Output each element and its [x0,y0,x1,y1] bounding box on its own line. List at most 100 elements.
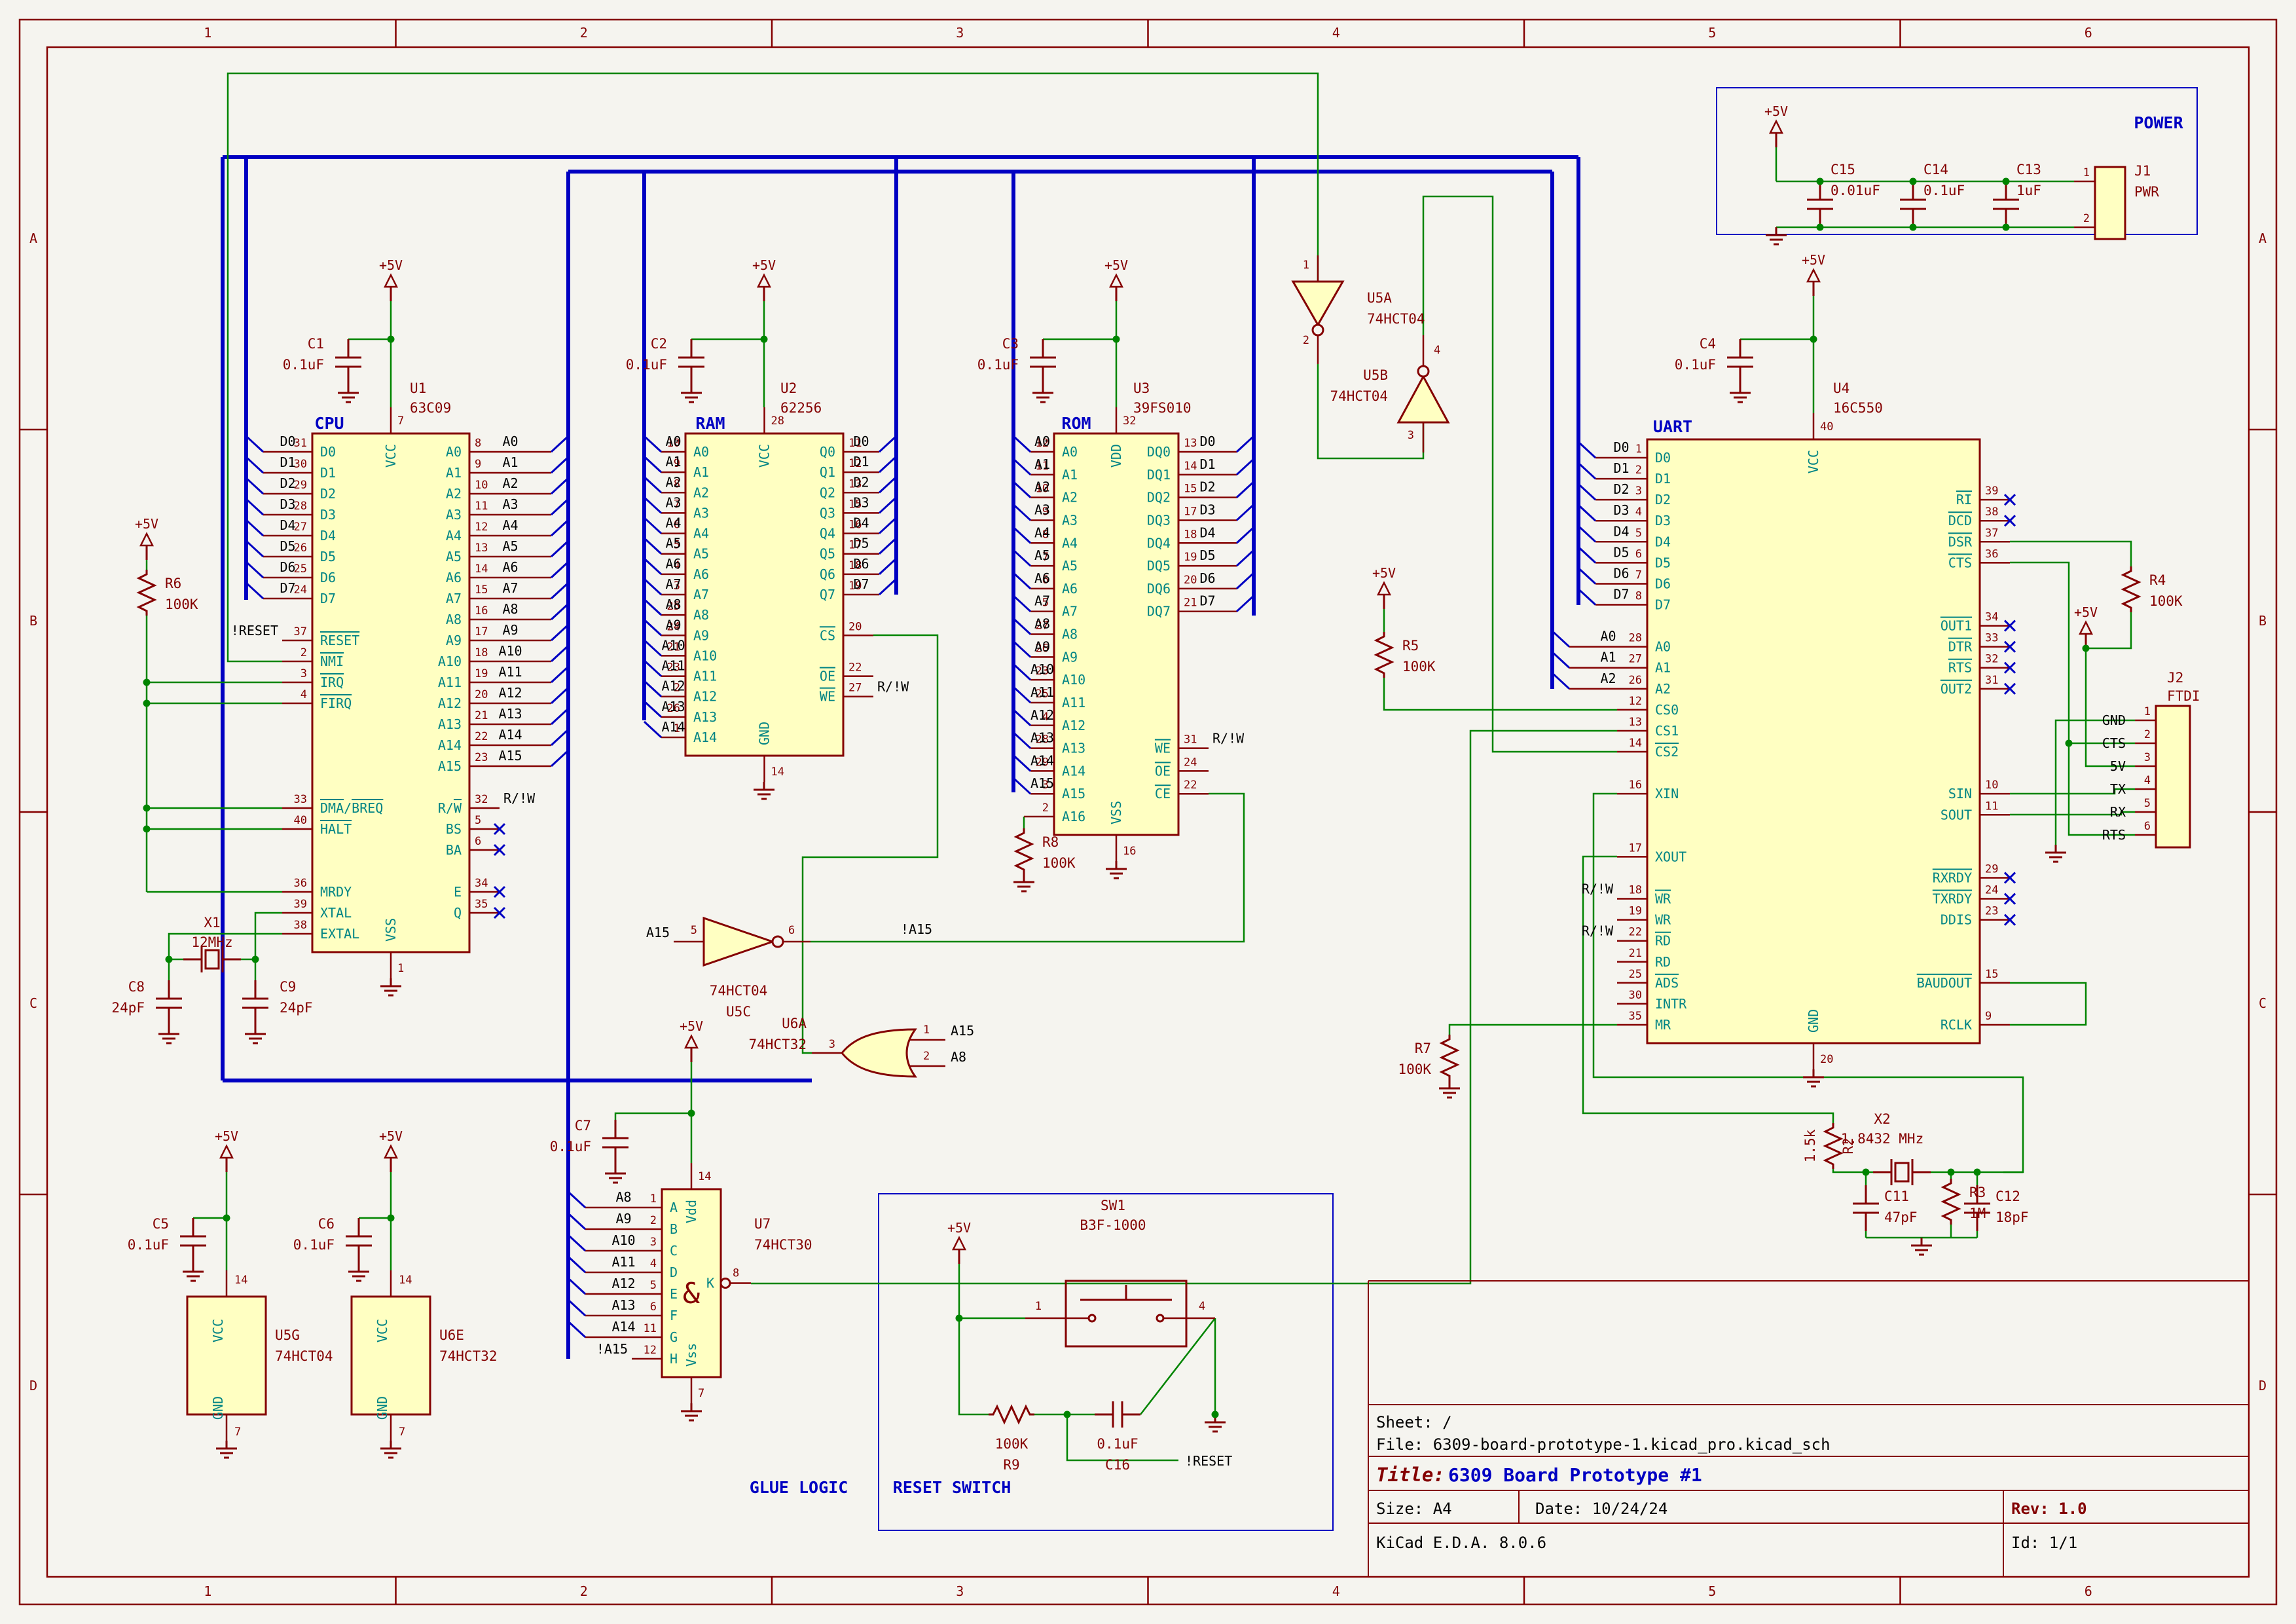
power-5v-symbol[interactable]: +5V [2074,604,2098,648]
wire[interactable] [614,1112,691,1120]
power-5v-symbol[interactable]: +5V [1372,565,1396,609]
ground-symbol[interactable] [158,1026,179,1044]
ic-u7[interactable]: 1AA82BA93CA104DA115EA126FA1311GA1412H!A1… [567,1163,812,1403]
power-5v-symbol[interactable]: +5V [752,257,776,301]
capacitor[interactable]: C60.1uF [293,1216,372,1264]
connector-body[interactable] [2094,166,2126,240]
ground-symbol[interactable] [2045,845,2066,863]
inverter-body[interactable] [1291,280,1345,327]
power-5v-symbol[interactable]: +5V [680,1018,703,1062]
ic-body[interactable] [1053,432,1180,836]
ground-symbol[interactable] [380,1441,401,1459]
wire[interactable] [2086,612,2132,650]
wire[interactable] [2010,982,2087,1026]
ground-symbol[interactable] [681,1403,702,1422]
wire[interactable] [227,72,1319,663]
wire[interactable] [2010,811,2135,816]
ic-body[interactable] [1646,438,1981,1044]
ic-u3[interactable]: 12A0A011A1A110A2A29A3A38A4A47A5A56A6A65A… [1012,380,1255,861]
wire[interactable] [811,792,1245,943]
wire[interactable] [801,634,939,1054]
ic-u1[interactable]: 31D0D030D1D129D2D228D3D327D4D426D5D525D6… [231,380,570,978]
wire[interactable] [2010,561,2135,745]
ground-symbol[interactable] [216,1441,237,1459]
wire[interactable] [958,1264,1025,1320]
or-gate-body[interactable] [841,1028,917,1078]
power-5v-symbol[interactable]: +5V [947,1220,971,1264]
wire[interactable] [1066,1414,1178,1462]
wire[interactable] [1832,1169,1873,1173]
ground-symbol[interactable] [348,1264,369,1282]
ic-body[interactable] [684,432,845,757]
wire[interactable] [1582,855,1834,1123]
capacitor[interactable]: C20.1uF [626,336,704,385]
ic-u2[interactable]: 10A0A09A1A18A2A27A3A36A4A45A5A54A6A63A7A… [643,380,909,782]
ground-symbol[interactable] [1032,385,1053,403]
ic-body[interactable] [186,1295,267,1416]
capacitor[interactable]: C10.1uF [283,336,361,385]
ic-body[interactable] [311,432,471,953]
wire[interactable] [2068,743,2135,836]
ground-symbol[interactable] [380,978,401,997]
ground-symbol[interactable] [1911,1238,1932,1256]
ground-symbol[interactable] [1106,861,1127,879]
wire[interactable] [2054,719,2135,845]
capacitor[interactable]: C50.1uF [128,1216,206,1264]
ground-symbol[interactable] [338,385,359,403]
ground-symbol[interactable] [754,782,774,800]
title-block[interactable]: Sheet: /File: 6309-board-prototype-1.kic… [1368,1280,2249,1577]
wire[interactable] [958,1318,989,1416]
ic-body[interactable] [661,1188,722,1378]
wire[interactable] [168,932,282,961]
wire[interactable] [2010,540,2132,566]
ground-symbol[interactable] [1439,1080,1460,1099]
wire[interactable] [241,912,282,961]
power-5v-symbol[interactable]: +5V [1104,257,1128,301]
ground-symbol[interactable] [183,1264,204,1282]
wire[interactable] [1383,678,1617,711]
ground-symbol[interactable] [1803,1069,1824,1088]
inverter-body[interactable] [702,916,776,967]
wire[interactable] [1422,195,1617,753]
ground-symbol[interactable] [1766,227,1787,246]
power-5v-symbol[interactable]: +5V [1802,252,1825,296]
wire[interactable] [2010,788,2135,795]
ic-body[interactable] [350,1295,431,1416]
crystal[interactable]: X21.8432 MHz [1841,1111,1931,1185]
ground-symbol[interactable] [681,385,702,403]
power-5v-symbol[interactable]: +5V [379,257,403,301]
power-5v-symbol[interactable]: +5V [215,1128,238,1172]
power-5v-symbol[interactable]: +5V [379,1128,403,1172]
inverter-body[interactable] [1396,374,1450,424]
ground-symbol[interactable] [605,1166,626,1184]
capacitor[interactable]: C40.1uF [1675,336,1753,385]
ground-symbol[interactable] [1013,874,1034,893]
wire[interactable] [1140,1318,1216,1415]
wire[interactable] [1448,1024,1617,1035]
power-5v-symbol[interactable]: +5V [1764,103,1788,147]
